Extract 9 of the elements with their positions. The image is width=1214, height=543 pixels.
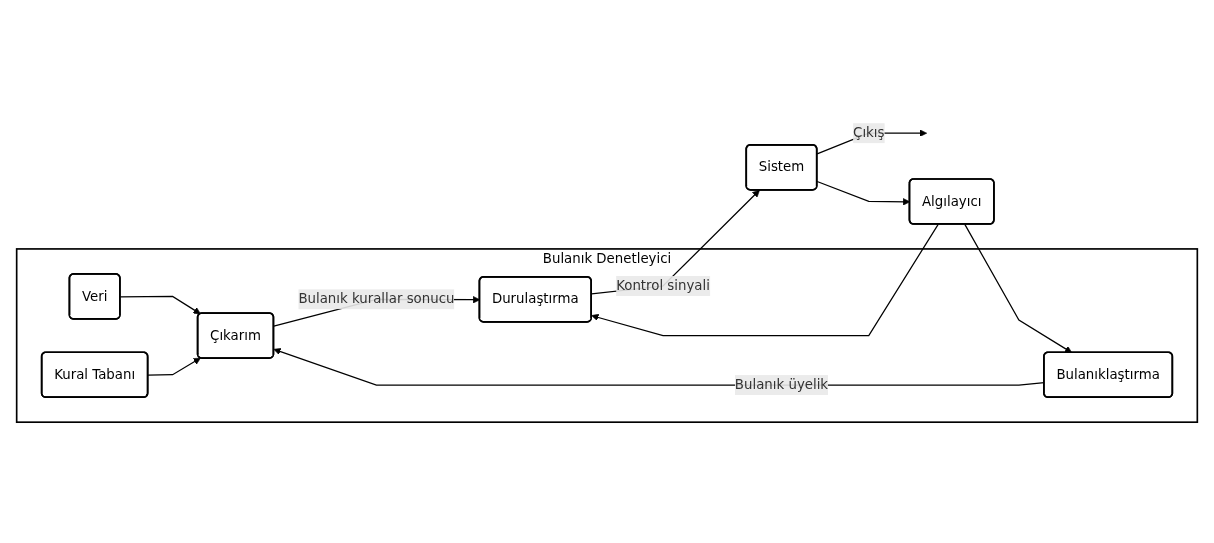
arrow [119, 295, 201, 315]
arrow [964, 223, 1073, 354]
edge-label: Bulanık üyelik [734, 376, 829, 393]
edge-label: Bulanık kurallar sonucu [298, 291, 455, 307]
arrow [147, 357, 201, 376]
edge-label: Çıkış [853, 124, 885, 141]
edge-label: Kontrol sinyali [616, 277, 710, 294]
arrow [591, 223, 939, 337]
cluster [15, 248, 1199, 424]
